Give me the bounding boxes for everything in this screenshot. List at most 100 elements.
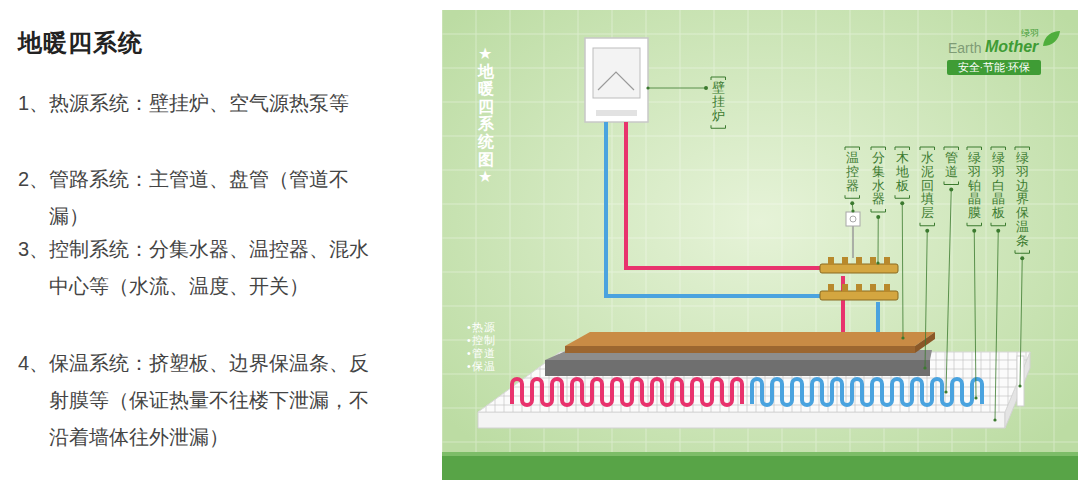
part-label: 绿羽边界保温条 (1016, 152, 1029, 248)
part-label: 水泥回填层 (921, 152, 934, 221)
drawing-part (842, 257, 848, 265)
leader-dot (850, 201, 854, 205)
leader-line (995, 231, 998, 420)
logo-slogan: 安全·节能·环保 (947, 60, 1041, 75)
leader-dot (1018, 384, 1021, 387)
wood-top (565, 332, 935, 346)
thermostat (846, 212, 860, 226)
part-label: 分集水器 (872, 152, 885, 207)
supply-pipe (626, 122, 826, 268)
label-bracket (845, 147, 860, 150)
leader-dot (646, 86, 649, 89)
drawing-part (884, 284, 890, 292)
floor-loop-cold (752, 379, 982, 405)
film-grid (440, 340, 1040, 420)
drawing-part (856, 257, 862, 265)
part-label: 木地板 (896, 152, 909, 193)
drawing-part (820, 291, 898, 300)
label-bracket (871, 147, 886, 150)
leader-layer (646, 77, 1029, 422)
drawing-part (585, 38, 648, 122)
drawing-part (870, 257, 876, 265)
floor-loop-hot (512, 379, 742, 405)
leader-dot (1020, 256, 1024, 260)
floor-band (442, 452, 1078, 480)
label-bracket (711, 125, 726, 128)
part-label: 壁挂炉 (712, 82, 725, 123)
panel-list-item: •控制 (467, 334, 496, 347)
leader-dot (851, 209, 854, 212)
manifold (820, 257, 898, 300)
leader-line (974, 231, 976, 398)
wood-front (565, 346, 915, 353)
drawing-part (856, 284, 862, 292)
leader-line (648, 88, 706, 89)
leader-dot (901, 336, 904, 339)
leader-dot (949, 188, 953, 192)
vertical-title: ★地暖四系统图★ (478, 45, 494, 186)
leader-dot (900, 201, 904, 205)
label-bracket (871, 209, 886, 212)
drawing-part (846, 212, 860, 226)
drawing-part (598, 72, 634, 90)
label-bracket (991, 147, 1006, 150)
logo-word: Mother (985, 38, 1038, 56)
leader-dot (974, 396, 977, 399)
leader-line (902, 203, 904, 338)
logo-leaf (1043, 31, 1060, 46)
list-item: 2、管路系统：主管道、盘管（管道不漏） (18, 161, 384, 235)
label-bracket (845, 195, 860, 198)
thermostat-wire (852, 226, 854, 258)
part-label: 绿羽白晶板 (992, 152, 1005, 221)
return-pipe (606, 122, 826, 296)
leader-dot (923, 366, 926, 369)
drawing-part (828, 257, 834, 265)
label-bracket (895, 195, 910, 198)
panel-list-item: •管道 (467, 347, 496, 360)
label-bracket (1015, 147, 1030, 150)
label-bracket (967, 147, 982, 150)
drawing-part (850, 216, 856, 222)
label-bracket (991, 223, 1006, 226)
list-item: 3、控制系统：分集水器、温控器、混水 中心等（水流、温度、开关） (18, 231, 384, 305)
leader-dot (925, 229, 929, 233)
part-label: 管道 (945, 152, 958, 180)
list-item: 1、热源系统：壁挂炉、空气源热泵等 (18, 85, 384, 122)
drawing-part (842, 284, 848, 292)
leader-line (925, 231, 927, 368)
label-bracket (920, 223, 935, 226)
leader-dot (704, 86, 708, 90)
drawing-part (593, 48, 640, 98)
part-label: 绿羽铂晶膜 (968, 152, 981, 221)
label-bracket (920, 147, 935, 150)
logo-small: 绿羽 (1021, 27, 1039, 40)
boiler-unit (585, 38, 648, 122)
drawing-part (870, 284, 876, 292)
leader-dot (972, 229, 976, 233)
leader-dot (876, 261, 879, 264)
label-bracket (944, 182, 959, 185)
list-item: 4、保温系统：挤塑板、边界保温条、反 射膜等（保证热量不往楼下泄漏，不 沿着墙体… (18, 345, 384, 456)
part-label: 温控器 (846, 152, 859, 193)
leader-dot (944, 390, 947, 393)
slogan-bar (947, 60, 1041, 75)
label-bracket (944, 147, 959, 150)
leader-line (1020, 258, 1022, 386)
drawing-part (884, 257, 890, 265)
label-bracket (711, 77, 726, 80)
panel-list-item: •保温 (467, 360, 496, 373)
drawing-part (596, 110, 637, 116)
drawing-part (820, 264, 898, 273)
board-front (478, 412, 1005, 428)
panel-list-item: •热源 (467, 321, 496, 334)
leader-line (946, 190, 951, 393)
leader-dot (993, 418, 996, 421)
leader-dot (876, 215, 880, 219)
label-bracket (895, 147, 910, 150)
logo-word: Earth (948, 40, 981, 56)
label-bracket (1015, 250, 1030, 253)
drawing-part (828, 284, 834, 292)
leader-dot (996, 229, 1000, 233)
cement-front (545, 360, 930, 376)
